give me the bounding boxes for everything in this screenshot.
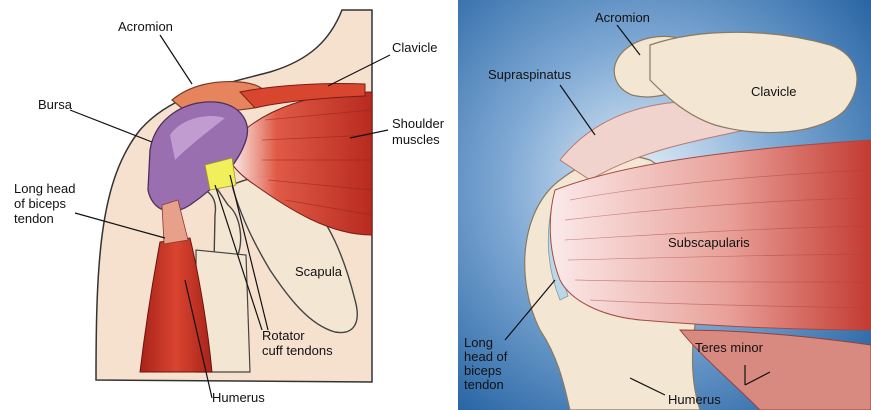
label-long-head-left: Long head of biceps tendon [14,181,79,226]
label-teres-minor: Teres minor [695,340,764,355]
label-shoulder-muscles-left: Shoulder muscles [392,116,448,147]
label-subscapularis: Subscapularis [668,235,750,250]
label-long-head-right-line-2: head of [464,349,508,364]
label-scapula-left: Scapula [295,264,343,279]
right-panel: Acromion Supraspinatus Clavicle Subscapu… [458,0,871,410]
leader-acromion-left [160,35,192,84]
label-humerus-left: Humerus [212,390,265,405]
label-long-head-left-line-3: tendon [14,211,54,226]
left-panel: Acromion Clavicle Bursa Shoulder muscles… [14,10,448,405]
leader-bursa-left [70,110,152,142]
label-humerus-right: Humerus [668,392,721,407]
label-shoulder-line-2: muscles [392,132,440,147]
label-bursa-left: Bursa [38,97,73,112]
label-acromion-right: Acromion [595,10,650,25]
label-acromion-left: Acromion [118,19,173,34]
label-long-head-right-line-4: tendon [464,377,504,392]
label-long-head-left-line-1: Long head [14,181,75,196]
label-long-head-left-line-2: of biceps [14,196,67,211]
label-rotator-cuff-line-1: Rotator [262,328,305,343]
label-shoulder-line-1: Shoulder [392,116,445,131]
label-supraspinatus: Supraspinatus [488,67,572,82]
label-rotator-cuff-line-2: cuff tendons [262,343,333,358]
label-clavicle-left: Clavicle [392,40,438,55]
label-long-head-right-line-1: Long [464,335,493,350]
label-clavicle-right: Clavicle [751,84,797,99]
label-long-head-right-line-3: biceps [464,363,502,378]
